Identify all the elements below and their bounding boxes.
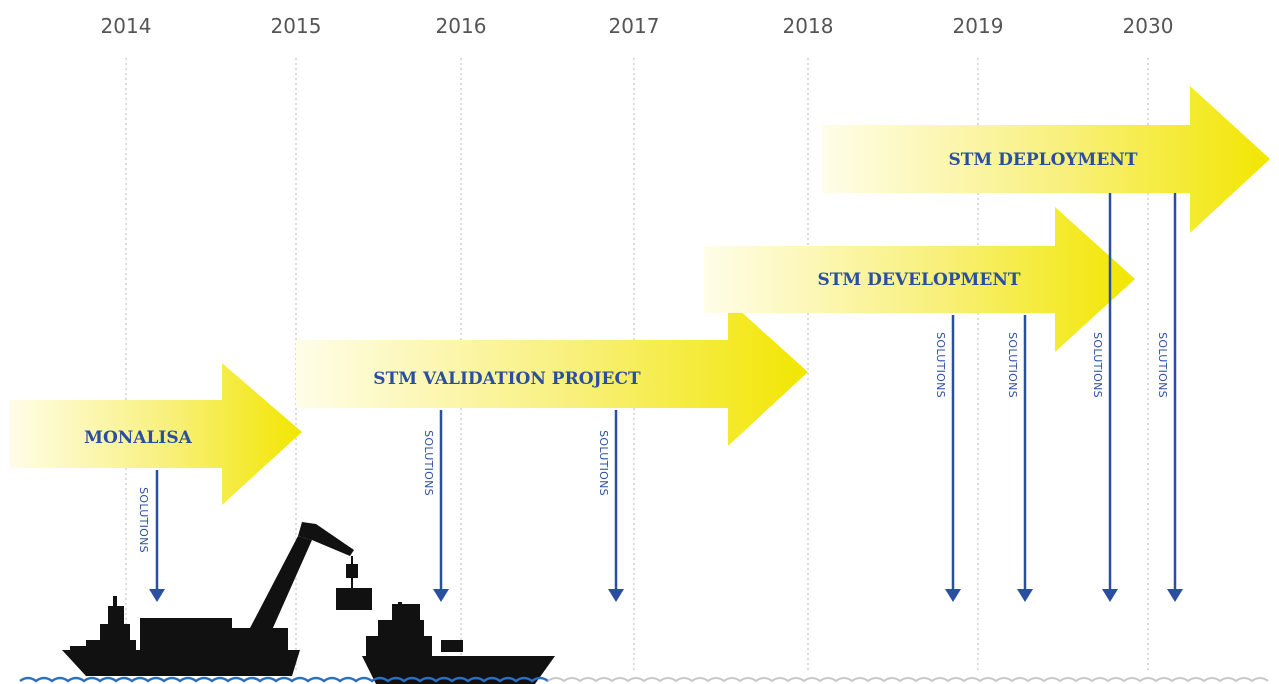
solutions-label: SOLUTIONS [934,332,947,398]
phase-label-validation: STM VALIDATION PROJECT [373,369,641,389]
phase-label-deployment: STM DEPLOYMENT [948,150,1137,170]
phase-arrow-deployment [822,86,1270,233]
year-label: 2017 [609,14,660,38]
solutions-arrow: SOLUTIONS [1091,193,1118,602]
year-label: 2016 [436,14,487,38]
phase-label-development: STM DEVELOPMENT [817,270,1020,290]
year-axis: 2014 2015 2016 2017 2018 2019 2030 [101,14,1174,38]
solutions-arrow: SOLUTIONS [934,315,961,602]
water-waves-blue [19,676,549,683]
solutions-arrows: SOLUTIONS SOLUTIONS SOLUTIONS SOLUTIONS … [137,193,1183,602]
solutions-arrow: SOLUTIONS [1156,193,1183,602]
year-label: 2015 [271,14,322,38]
phase-label-monalisa: MONALISA [84,428,193,448]
solutions-label: SOLUTIONS [1091,332,1104,398]
solutions-label: SOLUTIONS [597,430,610,496]
solutions-arrow: SOLUTIONS [422,410,449,602]
solutions-label: SOLUTIONS [1006,332,1019,398]
phase-arrow-monalisa [10,363,302,505]
year-label: 2019 [953,14,1004,38]
container-ship-icon [62,596,300,676]
phase-arrow-validation [296,300,808,446]
year-label: 2014 [101,14,152,38]
year-label: 2018 [783,14,834,38]
solutions-arrow: SOLUTIONS [137,470,165,602]
crane-icon [250,522,372,630]
solutions-arrow: SOLUTIONS [597,410,624,602]
solutions-label: SOLUTIONS [1156,332,1169,398]
water-line [19,676,1269,683]
tugboat-icon [362,602,555,684]
ship-silhouettes [62,522,555,684]
year-label: 2030 [1123,14,1174,38]
water-waves-gray [547,677,1269,683]
phase-arrows [10,86,1270,505]
phase-labels: MONALISA STM VALIDATION PROJECT STM DEVE… [84,150,1138,448]
solutions-label: SOLUTIONS [422,430,435,496]
phase-arrow-development [704,207,1135,352]
solutions-label: SOLUTIONS [137,487,150,553]
solutions-arrow: SOLUTIONS [1006,315,1033,602]
